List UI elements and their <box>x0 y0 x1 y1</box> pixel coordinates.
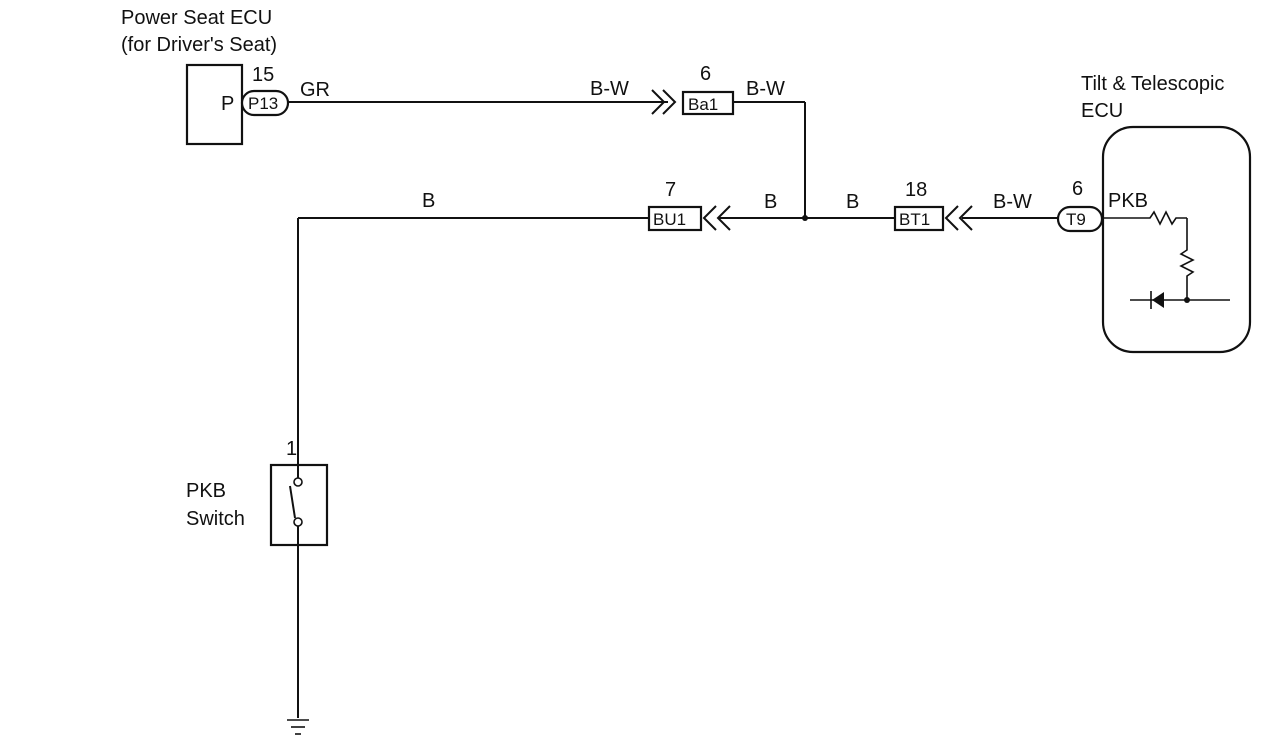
ground-icon <box>287 719 309 735</box>
chevron-ba1-outer <box>651 89 666 115</box>
wire-label-bt1-left: B <box>846 191 859 213</box>
connector-bu1-id: BU1 <box>653 210 686 229</box>
pkb-switch-label: PKB <box>186 480 226 502</box>
tilt-telescopic-ecu-terminal: PKB <box>1108 190 1148 212</box>
power-seat-ecu-subtitle: (for Driver's Seat) <box>121 34 277 56</box>
chevron-bu1-inner <box>716 205 731 231</box>
wire-label-left-b: B <box>422 190 435 212</box>
wire-label-gr: GR <box>300 79 330 101</box>
connector-p13-id: P13 <box>248 94 278 113</box>
connector-bu1-pin: 7 <box>665 179 676 201</box>
chevron-bu1-outer <box>702 205 717 231</box>
connector-t9-pin: 6 <box>1072 178 1083 200</box>
connector-bu1 <box>647 205 703 232</box>
connector-ba1-id: Ba1 <box>688 95 718 114</box>
connector-p13-pin: 15 <box>252 64 274 86</box>
power-seat-ecu-title: Power Seat ECU <box>121 7 272 29</box>
ecu-internal-node <box>1184 297 1190 303</box>
pkb-switch-pin: 1 <box>286 438 297 460</box>
ecu-internal-resistor-h <box>1102 210 1187 226</box>
diode-icon <box>1152 292 1164 308</box>
wire-label-bu1-right: B <box>764 191 777 213</box>
connector-bt1 <box>893 205 945 232</box>
pkb-switch-label-2: Switch <box>186 508 245 530</box>
wire-label-ba1-out: B-W <box>746 78 785 100</box>
connector-bt1-id: BT1 <box>899 210 930 229</box>
wire-label-t9-bt1: B-W <box>993 191 1032 213</box>
chevron-ba1-inner <box>662 89 677 115</box>
tilt-telescopic-ecu-box <box>1101 125 1252 354</box>
switch-contact-top <box>293 477 303 487</box>
tilt-telescopic-ecu-subtitle: ECU <box>1081 100 1123 122</box>
switch-blade-icon <box>289 485 296 519</box>
connector-ba1-pin: 6 <box>700 63 711 85</box>
power-seat-ecu-terminal: P <box>221 93 234 115</box>
power-seat-ecu-box <box>185 63 244 146</box>
chevron-bt1-outer <box>944 205 959 231</box>
tilt-telescopic-ecu-title: Tilt & Telescopic <box>1081 73 1224 95</box>
connector-t9-id: T9 <box>1066 210 1086 229</box>
connector-bt1-pin: 18 <box>905 179 927 201</box>
ecu-internal-resistor-v <box>1179 218 1195 300</box>
chevron-bt1-inner <box>958 205 973 231</box>
wire-label-to-ba1: B-W <box>590 78 629 100</box>
